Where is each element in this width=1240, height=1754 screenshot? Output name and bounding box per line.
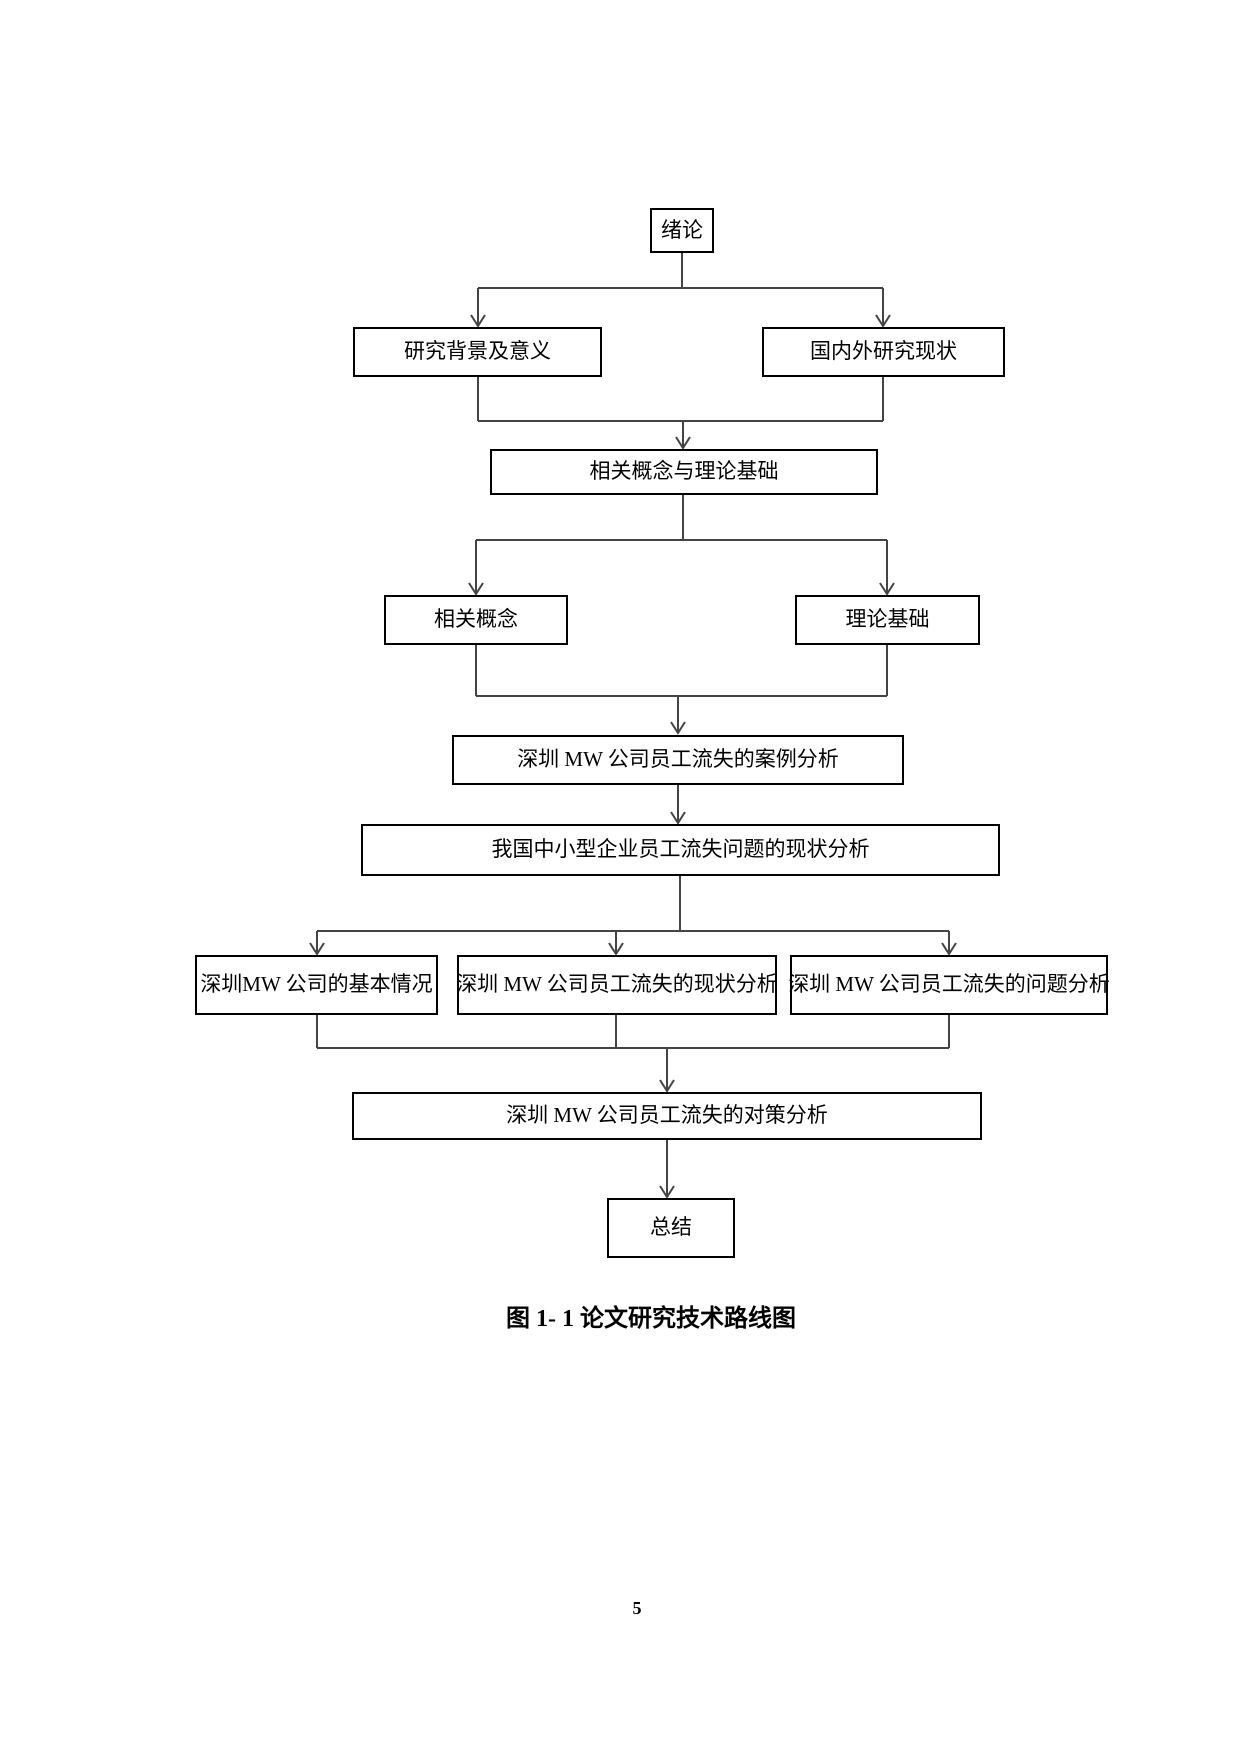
- node-national-sme-analysis: 我国中小型企业员工流失问题的现状分析: [361, 824, 1000, 876]
- node-turnover-status-analysis: 深圳 MW 公司员工流失的现状分析: [456, 955, 778, 1015]
- connector-lines: [316, 253, 950, 1197]
- figure-caption: 图 1- 1 论文研究技术路线图: [506, 1306, 796, 1332]
- arrowheads: [309, 314, 957, 1199]
- node-national-sme-analysis-label: 我国中小型企业员工流失问题的现状分析: [491, 837, 870, 862]
- node-turnover-status-analysis-label: 深圳 MW 公司员工流失的现状分析: [456, 972, 778, 997]
- node-related-concepts-label: 相关概念: [434, 607, 518, 632]
- node-company-basic-info-label: 深圳MW 公司的基本情况: [200, 972, 433, 997]
- node-countermeasure-analysis-label: 深圳 MW 公司员工流失的对策分析: [506, 1103, 828, 1128]
- node-company-basic-info: 深圳MW 公司的基本情况: [195, 955, 438, 1015]
- node-countermeasure-analysis: 深圳 MW 公司员工流失的对策分析: [352, 1092, 982, 1140]
- node-case-analysis: 深圳 MW 公司员工流失的案例分析: [452, 735, 904, 785]
- node-summary-label: 总结: [650, 1215, 692, 1240]
- node-concepts-and-theory-label: 相关概念与理论基础: [589, 459, 779, 484]
- node-summary: 总结: [607, 1198, 735, 1258]
- node-related-concepts: 相关概念: [384, 595, 568, 645]
- node-theoretical-basis: 理论基础: [795, 595, 980, 645]
- node-theoretical-basis-label: 理论基础: [845, 607, 930, 632]
- node-turnover-problem-analysis: 深圳 MW 公司员工流失的问题分析: [788, 955, 1110, 1015]
- node-concepts-and-theory: 相关概念与理论基础: [490, 449, 878, 495]
- node-turnover-problem-analysis-label: 深圳 MW 公司员工流失的问题分析: [788, 972, 1110, 997]
- node-research-background: 研究背景及意义: [353, 327, 602, 377]
- node-research-background-label: 研究背景及意义: [404, 339, 551, 364]
- node-domestic-foreign-research: 国内外研究现状: [762, 327, 1005, 377]
- node-introduction-label: 绪论: [661, 217, 703, 242]
- node-introduction: 绪论: [650, 208, 714, 253]
- node-case-analysis-label: 深圳 MW 公司员工流失的案例分析: [517, 747, 839, 772]
- page-number: 5: [632, 1598, 642, 1618]
- node-domestic-foreign-research-label: 国内外研究现状: [810, 339, 957, 364]
